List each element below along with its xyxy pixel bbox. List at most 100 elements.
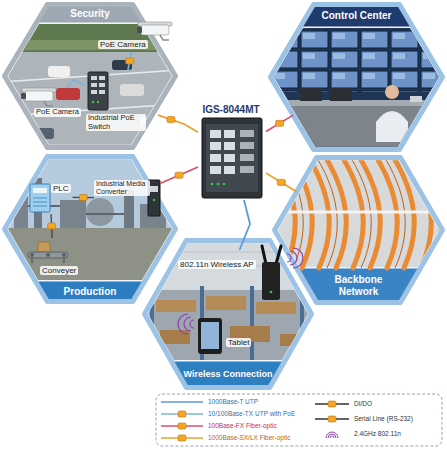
media-converter-icon <box>153 199 155 201</box>
warehouse-photo <box>156 300 196 312</box>
legend-entry: 2.4GHz 802.11n <box>314 429 361 439</box>
device-label: PLC <box>51 184 71 193</box>
control-room-photo <box>410 96 422 102</box>
core-switch-node: IGS-8044MT <box>198 104 266 200</box>
core-switch-icon <box>224 142 235 150</box>
zone-hexagon: Wireless Connection802.11n Wireless APTa… <box>142 238 314 390</box>
control-room-photo <box>300 88 322 101</box>
wifi-symbol <box>293 248 303 268</box>
cable-photo <box>270 157 447 268</box>
conveyer-icon <box>32 258 64 263</box>
zone-title: Control Center <box>307 5 406 27</box>
connector-marker <box>277 179 285 185</box>
header-band <box>36 282 145 302</box>
cable-photo <box>270 157 447 267</box>
tablet-icon <box>198 318 222 354</box>
header-band <box>297 269 420 303</box>
hexagon-border <box>145 241 312 388</box>
core-switch-icon <box>202 118 262 198</box>
conveyer-node: Conveyer <box>24 238 82 278</box>
zone-title: Backbone Network <box>307 269 411 303</box>
camera-node: PoE Camera <box>94 22 174 52</box>
poe-switch-icon <box>91 76 97 80</box>
control-room-photo <box>266 28 447 154</box>
core-switch-icon <box>224 154 235 162</box>
parking-lot-photo <box>120 84 144 96</box>
legend-text: 1000Base-SX/LX Fiber-optic <box>208 433 290 443</box>
connector-marker <box>167 117 175 123</box>
connector-marker <box>328 416 336 422</box>
core-switch-icon <box>206 124 258 192</box>
core-switch-icon <box>217 183 220 186</box>
warehouse-photo <box>140 290 320 360</box>
parking-lot-photo <box>0 70 180 116</box>
poe-switch-icon <box>97 101 99 103</box>
connector-marker <box>126 58 134 64</box>
cable-line <box>266 173 297 192</box>
zone-title: Production <box>41 282 138 302</box>
core-switch-icon <box>224 130 235 138</box>
access-point-icon <box>262 246 281 264</box>
core-switch-icon <box>210 166 221 174</box>
legend-frame <box>156 394 442 446</box>
tablet-node: Tablet <box>196 316 260 356</box>
legend-text: 2.4GHz 802.11n <box>354 429 401 439</box>
cable-line <box>266 115 293 131</box>
plc-icon <box>30 184 50 212</box>
connector-marker <box>276 120 284 126</box>
wifi-symbol <box>184 317 191 331</box>
camera-icon <box>137 22 172 40</box>
legend-text: DI/DO <box>354 399 372 409</box>
core-switch-icon <box>202 118 262 198</box>
wifi-symbol <box>326 432 338 438</box>
plc-icon <box>30 184 50 212</box>
access-point-icon <box>270 291 273 294</box>
poe-switch-node: Industrial PoE Switch <box>86 70 158 136</box>
legend-sample <box>314 399 350 409</box>
access-point-node: 802.11n Wireless AP <box>174 250 284 302</box>
hexagon-fill <box>5 5 176 148</box>
legend-text: 10/100Base-TX UTP with PoE <box>208 409 295 419</box>
plant-photo <box>0 156 180 228</box>
warehouse-photo <box>150 286 154 360</box>
warehouse-photo <box>140 240 320 290</box>
control-room-photo <box>385 85 399 99</box>
warehouse-photo <box>160 330 190 344</box>
wifi-symbol <box>190 320 194 328</box>
legend-sample <box>314 414 350 424</box>
hexagon-border <box>5 157 176 302</box>
wifi-symbol <box>287 248 303 268</box>
legend-text: 1000Base-T UTP <box>208 397 258 407</box>
hexagon-fill <box>275 158 443 303</box>
cable-photo <box>428 158 447 268</box>
core-switch-icon <box>240 166 254 173</box>
cable-line <box>240 200 251 250</box>
plant-photo <box>14 196 28 228</box>
core-switch-icon <box>240 142 254 149</box>
control-room-photo <box>268 30 447 92</box>
plc-node: PLC <box>28 180 73 214</box>
hexagon-fill <box>271 5 443 150</box>
conveyer-icon <box>30 253 34 257</box>
hexagon-border <box>271 5 443 150</box>
cable-photo <box>270 211 447 214</box>
device-label: PoE Camera <box>34 108 81 117</box>
core-switch-icon <box>211 183 214 186</box>
wifi-symbol <box>178 314 188 334</box>
zone-hexagon: SecurityPoE CameraPoE CameraIndustrial P… <box>2 2 178 150</box>
tablet-icon <box>198 318 222 354</box>
poe-switch-icon <box>99 76 105 80</box>
wifi-symbol <box>328 434 336 438</box>
hexagon-outline <box>268 2 445 152</box>
camera-icon <box>21 88 56 106</box>
core-switch-icon <box>223 183 226 186</box>
zone-hexagon: Backbone Network <box>272 155 445 305</box>
header-band <box>172 362 285 388</box>
hexagon-fill <box>145 241 312 388</box>
warehouse-photo <box>206 296 246 310</box>
wifi-symbol <box>178 314 194 334</box>
access-point-icon <box>262 262 280 300</box>
plant-photo <box>0 156 180 280</box>
legend-entry: 10/100Base-TX UTP with PoE <box>160 409 247 419</box>
